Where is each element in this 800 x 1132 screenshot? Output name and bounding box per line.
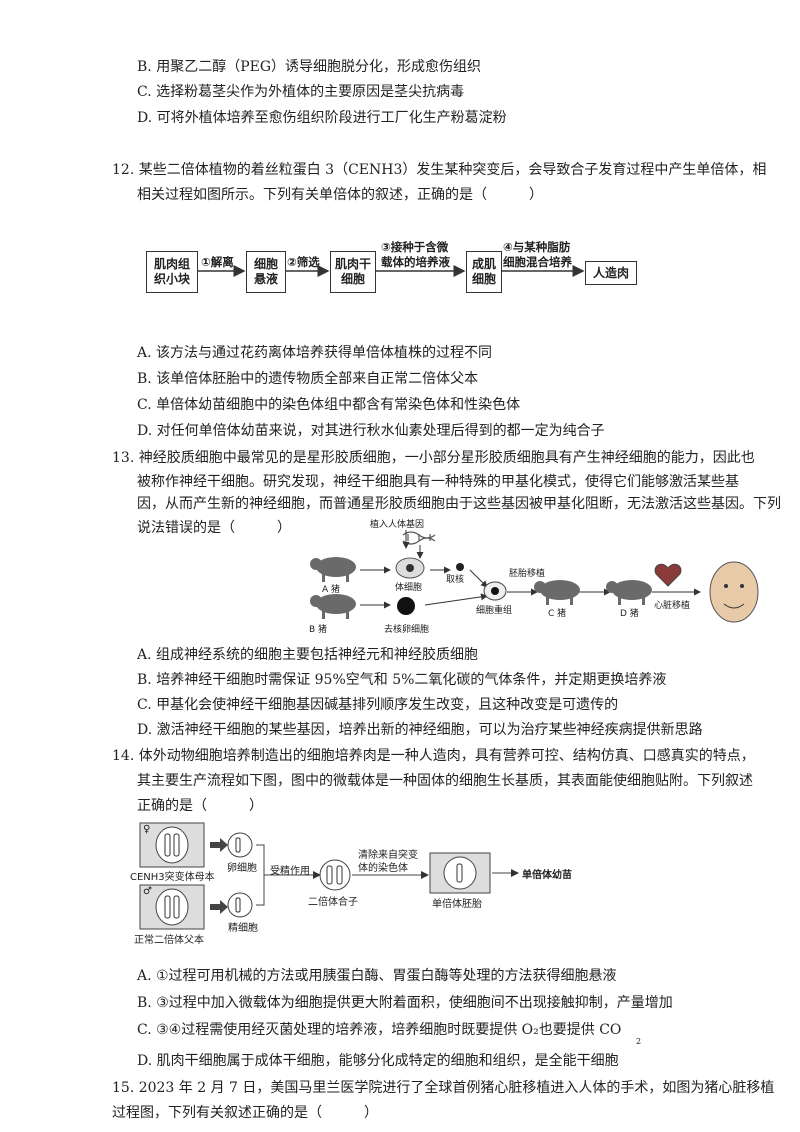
haploid-label-egg: 卵细胞 — [227, 863, 257, 874]
pig-a-icon — [310, 557, 356, 582]
pig-label-heart: 心脏移植 — [654, 601, 691, 611]
q13-option-b: B. 培养神经干细胞时需保证 95%空气和 5%二氧化碳的气体条件，并定期更换培… — [137, 672, 667, 688]
heart-icon — [654, 563, 682, 587]
pig-label-bodycell: 体细胞 — [395, 583, 423, 593]
flow-step-4b: 细胞混合培养 — [503, 255, 572, 269]
pig-d-icon — [606, 580, 652, 605]
egg-cell-icon — [397, 597, 415, 615]
q14-option-a: A. ①过程可用机械的方法或用胰蛋白酶、胃蛋白酶等处理的方法获得细胞悬液 — [137, 968, 617, 984]
q13-option-c: C. 甲基化会使神经干细胞基因碱基排列顺序发生改变，且这种改变是可遗传的 — [137, 697, 619, 713]
pig-label-transfer: 胚胎移植 — [509, 569, 546, 579]
haploid-male-symbol: ♂ — [143, 886, 152, 897]
q11-option-b: B. 用聚乙二醇（PEG）诱导细胞脱分化，形成愈伤组织 — [137, 59, 482, 75]
flow-box-meat: 人造肉 — [585, 261, 637, 285]
flow-step-3a: ③接种于含微 — [381, 240, 449, 254]
haploid-label-embryo: 单倍体胚胎 — [432, 899, 482, 910]
q12-option-a: A. 该方法与通过花药离体培养获得单倍体植株的过程不同 — [137, 345, 493, 361]
pig-label-pig-a: A 猪 — [322, 585, 341, 595]
haploid-label-zygote: 二倍体合子 — [308, 897, 358, 908]
pig-label-egg: 去核卵细胞 — [384, 625, 430, 635]
q13-stem-line3: 因，从而产生新的神经细胞，而普通星形胶质细胞由于这些基因被甲基化阻断，无法激活这… — [137, 496, 781, 512]
q15-stem-line1: 15. 2023 年 2 月 7 日，美国马里兰医学院进行了全球首例猪心脏移植进… — [112, 1080, 775, 1096]
flow-box-suspension: 细胞悬液 — [246, 251, 286, 293]
pig-label-gene: 植入人体基因 — [370, 520, 425, 530]
patient-face-icon — [709, 561, 759, 623]
flow-step-4a: ④与某种脂肪 — [503, 240, 571, 254]
q12-stem-line1: 12. 某些二倍体植物的着丝粒蛋白 3（CENH3）发生某种突变后，会导致合子发… — [112, 162, 767, 178]
pig-label-recombine: 细胞重组 — [476, 606, 513, 616]
q11-option-d: D. 可将外植体培养至愈伤组织阶段进行工厂化生产粉葛淀粉 — [137, 110, 507, 126]
q14-option-c-subscript: 2 — [636, 1037, 642, 1046]
flow-box-stemcell: 肌肉干细胞 — [330, 251, 376, 293]
pig-label-pig-c: C 猪 — [548, 609, 567, 619]
flow-arrows — [197, 265, 585, 277]
haploid-female-symbol: ♀ — [143, 824, 151, 835]
q14-stem-line3: 正确的是（ ） — [137, 798, 263, 814]
pig-b-icon — [310, 594, 356, 619]
q14-option-c: C. ③④过程需使用经灭菌处理的培养液，培养细胞时既要提供 O₂也要提供 CO — [137, 1022, 622, 1038]
q12-option-c: C. 单倍体幼苗细胞中的染色体组中都含有常染色体和性染色体 — [137, 397, 521, 413]
haploid-label-mutant: CENH3突变体母本 — [130, 872, 215, 883]
nucleus-icon — [456, 563, 464, 571]
q13-stem-line2: 被称作神经干细胞。研究发现，神经干细胞具有一种特殊的甲基化模式，使得它们能够激活… — [137, 474, 739, 490]
q13-option-d: D. 激活神经干细胞的某些基因，培养出新的神经细胞，可以为治疗某些神经疾病提供新… — [137, 722, 703, 738]
q12-stem-line2: 相关过程如图所示。下列有关单倍体的叙述，正确的是（ ） — [137, 187, 543, 203]
q13-stem-line1: 13. 神经胶质细胞中最常见的是星形胶质细胞，一小部分星形胶质细胞具有产生神经细… — [112, 450, 755, 466]
q11-option-c: C. 选择粉葛茎尖作为外植体的主要原因是茎尖抗病毒 — [137, 84, 465, 100]
flow-step-1: ①解离 — [201, 255, 234, 269]
q15-stem-line2: 过程图，下列有关叙述正确的是（ ） — [112, 1105, 378, 1121]
flow-box-tissue: 肌肉组织小块 — [146, 251, 198, 293]
q14-stem-line2: 其主要生产流程如下图，图中的微载体是一种固体的细胞生长基质，其表面能使细胞贴附。… — [137, 773, 753, 789]
haploid-label-sperm: 精细胞 — [228, 923, 258, 934]
q13-stem-line4: 说法错误的是（ ） — [137, 520, 291, 536]
q12-option-d: D. 对任何单倍体幼苗来说，对其进行秋水仙素处理后得到的都一定为纯合子 — [137, 423, 605, 439]
pig-label-nucleus: 取核 — [446, 575, 465, 585]
flow-step-3b: 载体的培养液 — [381, 255, 450, 269]
haploid-label-fert: 受精作用 — [270, 866, 310, 877]
pig-c-icon — [534, 580, 580, 605]
q14-stem-line1: 14. 体外动物细胞培养制造出的细胞培养肉是一种人造肉，具有营养可控、结构仿真、… — [112, 748, 755, 764]
pig-label-pig-d: D 猪 — [620, 609, 639, 619]
q14-option-d: D. 肌肉干细胞属于成体干细胞，能够分化成特定的细胞和组织，是全能干细胞 — [137, 1053, 619, 1069]
pig-label-pig-b: B 猪 — [309, 625, 328, 635]
haploid-label-seedling: 单倍体幼苗 — [522, 870, 572, 881]
q14-option-b: B. ③过程中加入微载体为细胞提供更大附着面积，使细胞间不出现接触抑制，产量增加 — [137, 995, 673, 1011]
zygote-circle — [319, 859, 351, 891]
flow-step-2: ②筛选 — [287, 255, 320, 269]
q13-option-a: A. 组成神经系统的细胞主要包括神经元和神经胶质细胞 — [137, 647, 479, 663]
haploid-label-normal: 正常二倍体父本 — [134, 935, 204, 946]
flow-box-myoblast: 成肌细胞 — [466, 251, 502, 293]
haploid-label-remove2: 体的染色体 — [358, 863, 408, 874]
q12-option-b: B. 该单倍体胚胎中的遗传物质全部来自正常二倍体父本 — [137, 371, 479, 387]
haploid-label-remove1: 清除来自突变 — [358, 850, 418, 861]
